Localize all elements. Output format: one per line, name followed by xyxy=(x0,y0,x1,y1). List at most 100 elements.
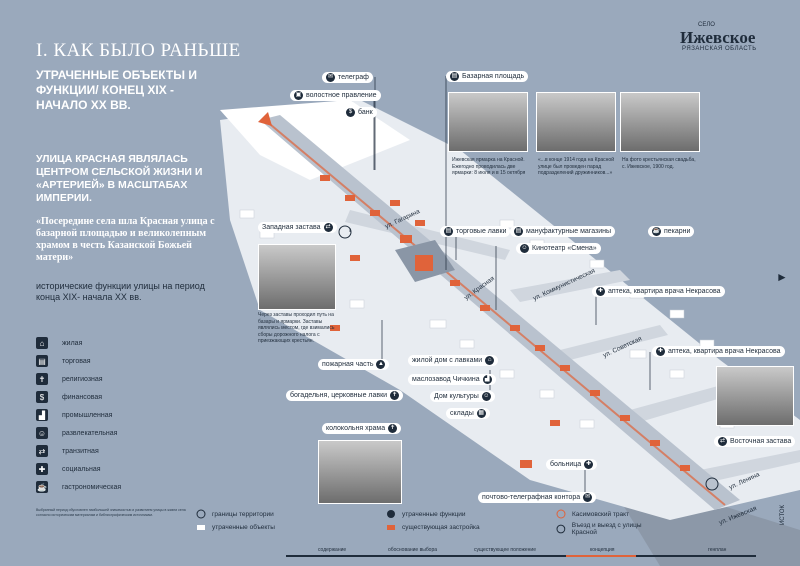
photo-parade xyxy=(536,92,616,152)
page-title: I. КАК БЫЛО РАНЬШЕ xyxy=(36,40,241,61)
label-almshouse[interactable]: богадельня, церковные лавки✝ xyxy=(286,390,404,401)
label-culture[interactable]: Дом культуры☺ xyxy=(430,391,495,402)
label-bazaar[interactable]: ▤Базарная площадь xyxy=(446,71,529,82)
side-label: ИСТОК xyxy=(780,504,786,525)
lost-building-icon xyxy=(197,525,205,530)
nav-reasoning[interactable]: обоснование выбора xyxy=(388,547,438,553)
label-living-shop[interactable]: жилой дом с лавками⌂ xyxy=(408,355,499,366)
house-icon: ⌂ xyxy=(36,337,48,349)
next-arrow-icon[interactable]: ► xyxy=(776,270,788,284)
legend-entertainment: ☺развлекательная xyxy=(36,427,118,439)
nav-bar xyxy=(286,555,756,557)
cup-icon: ☕ xyxy=(36,481,48,493)
church-icon: ✝ xyxy=(390,391,400,400)
label-east-gate[interactable]: ⇄Восточная застава xyxy=(714,436,796,447)
legend-existing: существующая застройка xyxy=(386,522,480,532)
box-icon: ▦ xyxy=(476,409,486,418)
historic-functions-text: исторические функции улицы на период кон… xyxy=(36,281,205,302)
label-oil[interactable]: маслозавод Чичкина▟ xyxy=(408,374,496,385)
nav-existing[interactable]: существующее положение xyxy=(474,547,536,553)
circle-outline-icon xyxy=(196,509,206,519)
church-icon: ✝ xyxy=(36,373,48,385)
label-volost[interactable]: ▣волостное правление xyxy=(290,90,381,101)
photo-west-gate xyxy=(258,244,336,310)
label-trade[interactable]: ▤торговые лавки xyxy=(440,226,511,237)
map-illustration xyxy=(220,76,800,566)
circle-orange-icon xyxy=(556,509,566,519)
shop-icon: ▤ xyxy=(444,227,453,236)
label-hospital[interactable]: больница✚ xyxy=(546,459,598,470)
label-bank[interactable]: $банк xyxy=(342,107,377,118)
page-subtitle: УТРАЧЕННЫЕ ОБЪЕКТЫ И ФУНКЦИИ/ КОНЕЦ XIX … xyxy=(36,68,197,112)
cross-icon: ✚ xyxy=(584,460,594,469)
label-fire[interactable]: пожарная часть▲ xyxy=(318,359,390,370)
gate-icon: ⇄ xyxy=(718,437,727,446)
legend-residential: ⌂жилая xyxy=(36,336,82,350)
cross-icon: ✚ xyxy=(36,463,48,475)
factory-icon: ▟ xyxy=(482,375,492,384)
exit-circle-icon xyxy=(556,524,566,534)
market-icon: ▤ xyxy=(450,72,459,81)
photo-belltower xyxy=(318,440,402,504)
gate-icon: ⇄ xyxy=(323,223,333,232)
gate-icon: ⇄ xyxy=(36,445,48,457)
logo-small: СЕЛО xyxy=(698,22,715,28)
church-building xyxy=(415,255,433,271)
money-icon: $ xyxy=(36,391,48,403)
photo-east-gate xyxy=(716,366,794,426)
legend-finance: $финансовая xyxy=(36,390,102,404)
mail-icon: ✉ xyxy=(583,493,593,502)
cup-icon: ☕ xyxy=(652,227,661,236)
photo-fair xyxy=(448,92,528,152)
nav-genplan[interactable]: генплан xyxy=(708,547,727,553)
east-gate-circle xyxy=(705,477,719,491)
label-telegraph[interactable]: ✉телеграф xyxy=(322,72,373,83)
quote-text: «Посередине села шла Красная улица с баз… xyxy=(36,216,215,263)
west-gate-circle xyxy=(338,225,352,239)
legend-boundary: границы территории xyxy=(196,509,274,519)
dot-icon xyxy=(387,510,395,518)
legend-exit: Въезд и выезд с улицы Красной xyxy=(556,522,666,536)
label-belltower[interactable]: колокольня храма✝ xyxy=(322,423,402,434)
theater-icon: ☺ xyxy=(520,244,529,253)
intro-text: УЛИЦА КРАСНАЯ ЯВЛЯЛАСЬ ЦЕНТРОМ СЕЛЬСКОЙ … xyxy=(36,153,203,204)
telegraph-icon: ✉ xyxy=(326,73,335,82)
legend-gastro: ☕гастрономическая xyxy=(36,481,122,493)
label-warehouse[interactable]: склады▦ xyxy=(446,408,490,419)
shop-icon: ▤ xyxy=(514,227,523,236)
cross-icon: ✚ xyxy=(596,287,605,296)
label-pharmacy-2[interactable]: ✚аптека, квартира врача Некрасова xyxy=(652,346,785,357)
church-icon: ✝ xyxy=(388,424,398,433)
label-bakery[interactable]: ☕пекарни xyxy=(648,226,695,237)
legend-kasimov: Касимовский тракт xyxy=(556,509,629,519)
legend-trade: ▤торговая xyxy=(36,354,91,368)
existing-building-icon xyxy=(387,525,395,530)
label-manufact[interactable]: ▤мануфактурные магазины xyxy=(510,226,616,237)
theater-icon: ☺ xyxy=(36,427,48,439)
house-icon: ⌂ xyxy=(485,356,495,365)
label-pharmacy-1[interactable]: ✚аптека, квартира врача Некрасова xyxy=(592,286,725,297)
caption-west-gate: Через заставы проходил путь на базары и … xyxy=(258,312,335,344)
shop-icon: ▤ xyxy=(36,355,48,367)
caption-fair: Ижевская ярмарка на Красной. Ежегодно пр… xyxy=(452,157,526,176)
building-icon: ▣ xyxy=(294,91,303,100)
cross-icon: ✚ xyxy=(656,347,665,356)
legend-lost-objects: утраченные объекты xyxy=(196,522,275,532)
label-west-gate[interactable]: Западная застава⇄ xyxy=(258,222,337,233)
nav-bar-active xyxy=(566,555,636,557)
factory-icon: ▟ xyxy=(36,409,48,421)
krasnaya-axis xyxy=(264,119,726,506)
bank-icon: $ xyxy=(346,108,355,117)
legend-social: ✚социальная xyxy=(36,462,101,476)
fineprint-note: Выбранный период обусловлен наибольшей з… xyxy=(36,508,186,517)
label-post[interactable]: почтово-телеграфная контора✉ xyxy=(478,492,597,503)
legend-transit: ⇄транзитная xyxy=(36,444,99,458)
nav-contents[interactable]: содержание xyxy=(318,547,347,553)
label-cinema[interactable]: ☺Кинотеатр «Смена» xyxy=(516,243,601,254)
caption-parade: «...в конце 1914 года на Красной улице б… xyxy=(538,157,614,176)
nav-concept[interactable]: концепция xyxy=(590,547,615,553)
legend-industrial: ▟промышленная xyxy=(36,408,112,422)
logo-name: Ижевское xyxy=(680,28,756,47)
fire-icon: ▲ xyxy=(376,360,386,369)
legend-religious: ✝религиозная xyxy=(36,372,103,386)
